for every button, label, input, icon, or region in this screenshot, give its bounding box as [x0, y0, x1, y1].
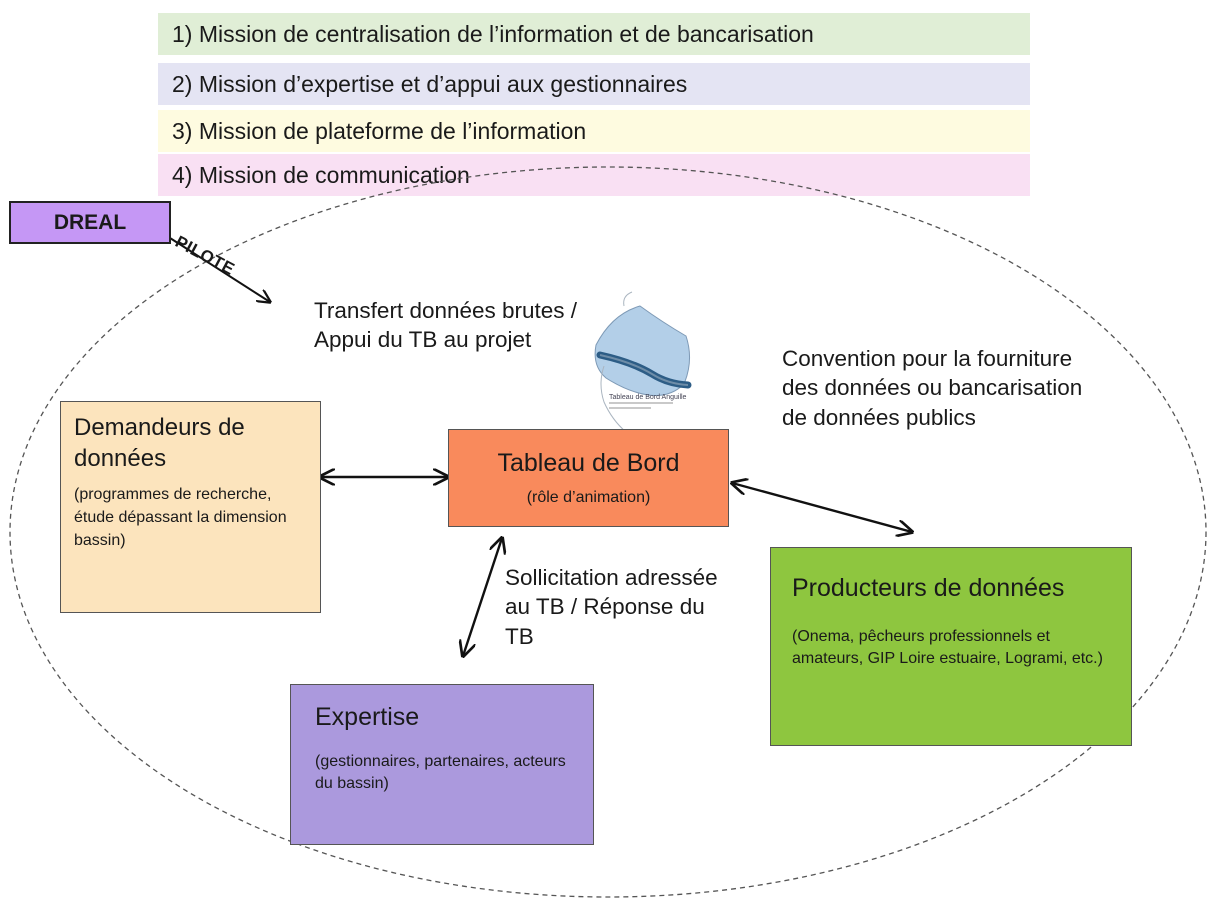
tableau-de-bord-box: Tableau de Bord (rôle d’animation): [448, 429, 729, 527]
producteurs-title: Producteurs de données: [792, 574, 1065, 602]
tableau-de-bord-title: Tableau de Bord: [497, 449, 680, 477]
sollicitation-label: Sollicitation adressée au TB / Réponse d…: [505, 565, 718, 649]
convention-label: Convention pour la fourniture des donnée…: [782, 346, 1083, 430]
mission-4-label: 4) Mission de communication: [172, 162, 470, 188]
tableau-producteurs-arrow: [732, 483, 912, 532]
demandeurs-box: Demandeurs de données (programmes de rec…: [60, 401, 321, 613]
demandeurs-description: (programmes de recherche, étude dépassan…: [74, 486, 287, 549]
expertise-description: (gestionnaires, partenaires, acteurs du …: [315, 752, 566, 793]
mission-3-label: 3) Mission de plateforme de l’informatio…: [172, 118, 587, 144]
tableau-de-bord-role: (rôle d’animation): [526, 488, 651, 506]
scope-ellipse: [9, 166, 1207, 898]
dreal-box: DREAL: [9, 201, 171, 244]
expertise-box: Expertise (gestionnaires, partenaires, a…: [290, 684, 594, 845]
producteurs-description: (Onema, pêcheurs professionnels et amate…: [792, 627, 1103, 668]
mission-3-band: 3) Mission de plateforme de l’informatio…: [158, 110, 1030, 152]
demandeurs-title: Demandeurs de données: [74, 414, 245, 472]
transfert-label: Transfert données brutes / Appui du TB a…: [314, 298, 578, 353]
producteurs-box: Producteurs de données (Onema, pêcheurs …: [770, 547, 1132, 746]
mission-4-band: 4) Mission de communication: [158, 154, 1030, 196]
pilote-arrow: [169, 237, 270, 302]
tableau-expertise-arrow: [463, 538, 502, 656]
logo-caption: Tableau de Bord Anguille: [609, 394, 687, 401]
mission-1-band: 1) Mission de centralisation de l’inform…: [158, 13, 1030, 55]
dreal-label: DREAL: [53, 211, 127, 234]
mission-2-band: 2) Mission d’expertise et d’appui aux ge…: [158, 63, 1030, 105]
tableau-de-bord-logo: Tableau de Bord Anguille: [594, 291, 692, 433]
expertise-title: Expertise: [315, 703, 420, 731]
mission-1-label: 1) Mission de centralisation de l’inform…: [172, 21, 814, 47]
mission-2-label: 2) Mission d’expertise et d’appui aux ge…: [172, 71, 688, 97]
